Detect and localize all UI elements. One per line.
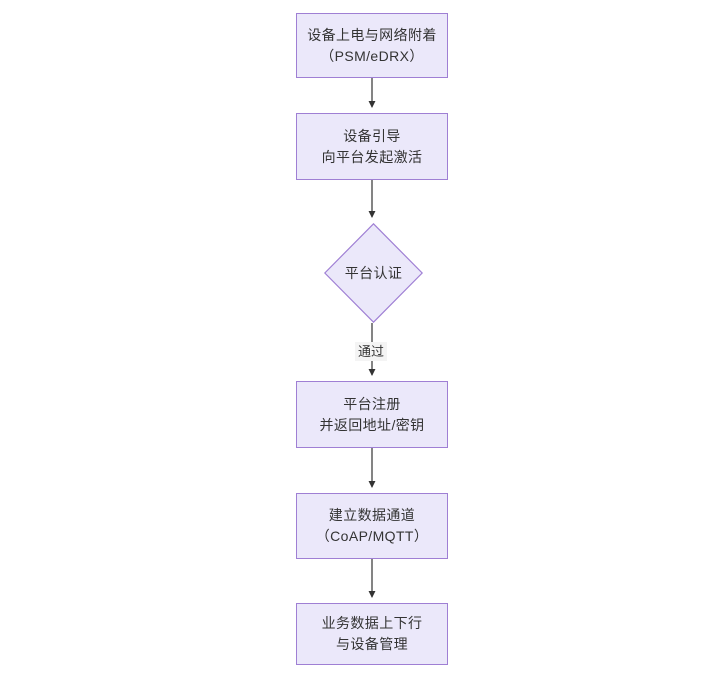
node-label-line: 平台认证 [344,264,403,281]
node-label-line: 业务数据上下行 [321,615,423,631]
node-label-line: 向平台发起激活 [321,148,423,165]
node-label-line: 建立数据通道 [328,507,416,523]
edge-label-pass: 通过 [355,342,388,361]
node-business-data[interactable]: 业务数据上下行 与设备管理 [296,603,448,665]
node-data-channel[interactable]: 建立数据通道 （CoAP/MQTT） [296,493,448,559]
node-label-line: 设备上电与网络附着 [307,26,437,43]
node-platform-authentication[interactable]: 平台认证 [324,223,423,323]
node-label-line: 设备引导 [343,127,401,144]
node-label-line: （CoAP/MQTT） [315,528,429,544]
node-device-bootstrap[interactable]: 设备引导 向平台发起激活 [296,113,448,180]
node-label-line: 与设备管理 [336,636,408,652]
node-label-line: （PSM/eDRX） [320,47,424,64]
node-device-power-on[interactable]: 设备上电与网络附着 （PSM/eDRX） [296,13,448,78]
node-label-line: 平台注册 [343,395,401,412]
node-platform-registration[interactable]: 平台注册 并返回地址/密钥 [296,381,448,448]
diamond-shape [324,223,423,323]
node-label-line: 并返回地址/密钥 [319,416,425,433]
